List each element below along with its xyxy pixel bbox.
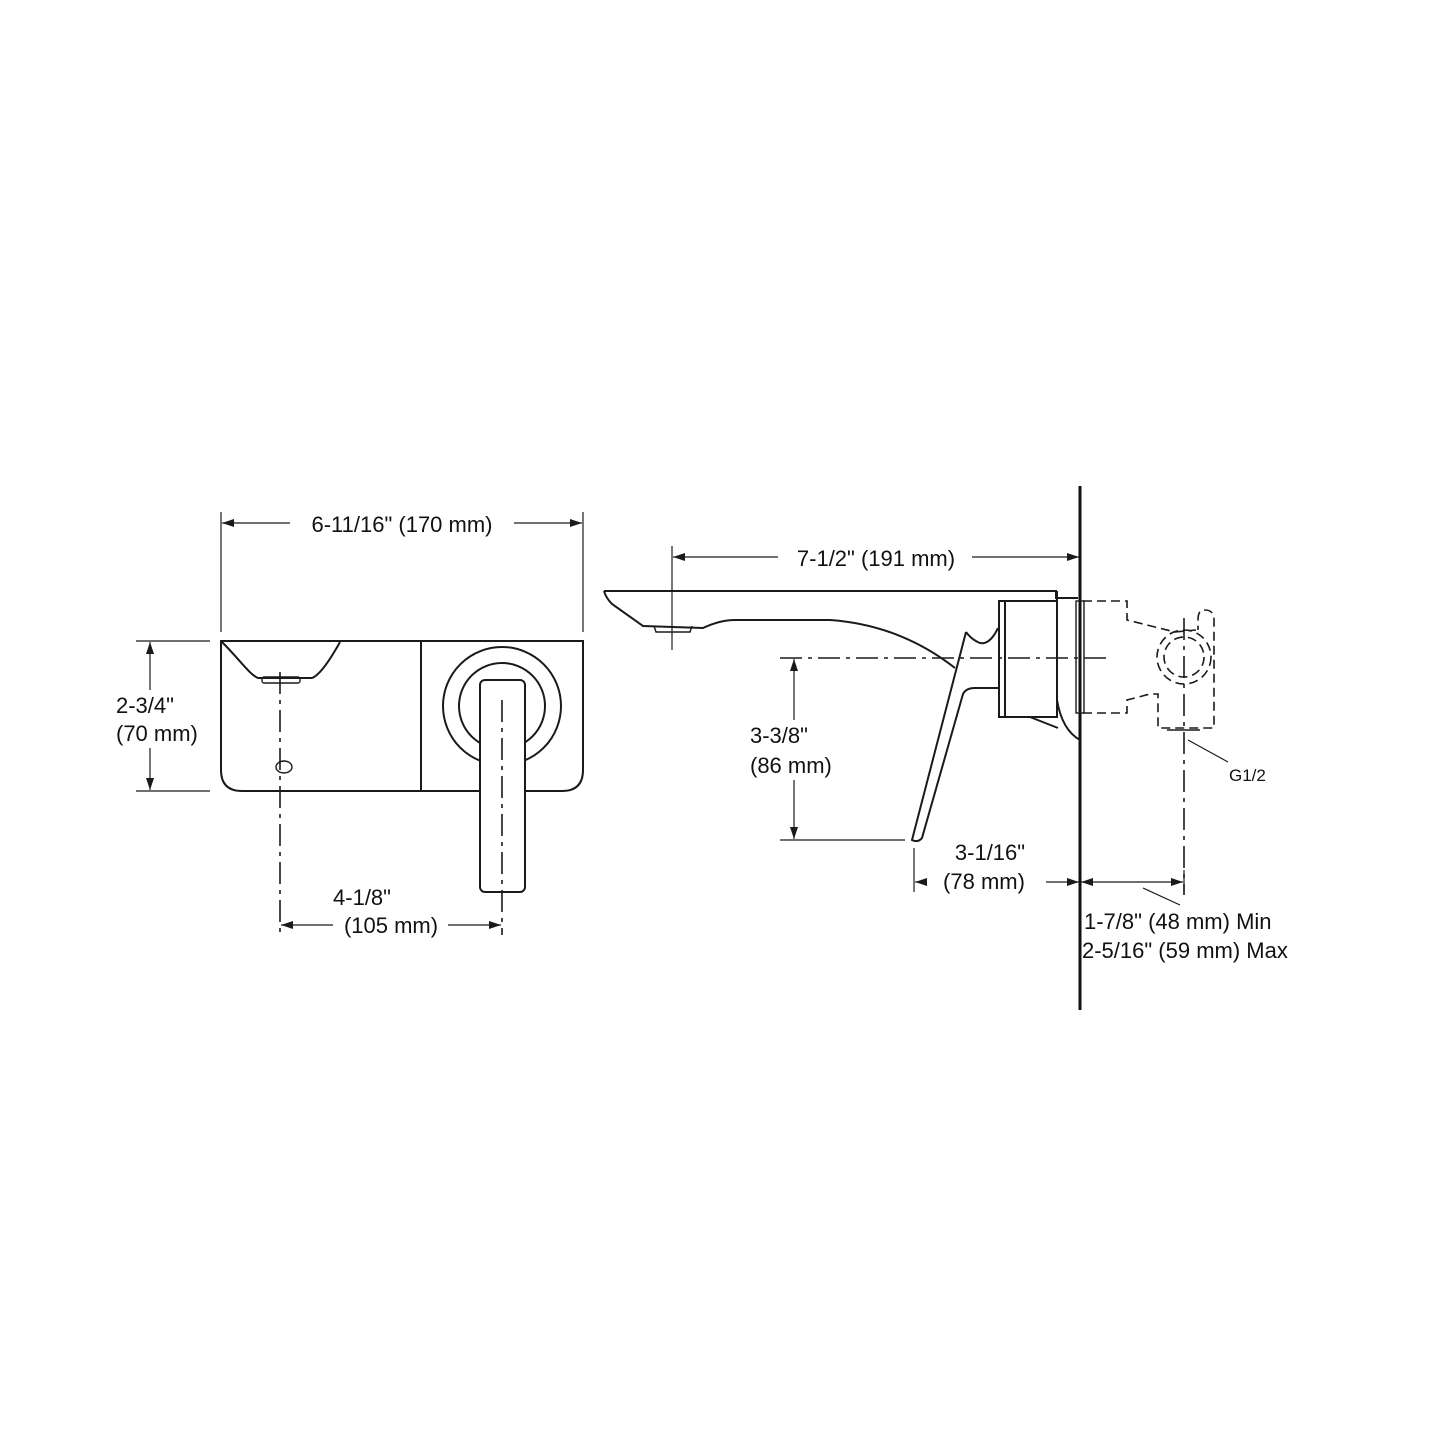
spout-aerator (653, 625, 693, 633)
spout-outlet (221, 641, 341, 679)
front-view: 6-11/16" (170 mm) 2-3/4" (70 mm) 4-1/8" … (116, 512, 584, 938)
side-view: 7-1/2" (191 mm) G1/2 3-3/8" (86 mm) (603, 486, 1288, 1010)
escutcheon-taper (1029, 716, 1059, 729)
valve-body (998, 600, 1058, 718)
spout-bottom (603, 590, 956, 669)
rough-valve-outline (1083, 609, 1215, 729)
lever-projection-inch: 3-1/16" (955, 840, 1025, 865)
lever-body (910, 631, 998, 843)
escutcheon-profile (1056, 591, 1081, 741)
width-dimension-label: 6-11/16" (170 mm) (311, 512, 492, 537)
height-dimension-mm: (70 mm) (116, 721, 198, 746)
depth-leader (1142, 887, 1181, 906)
mounting-flange (1075, 600, 1085, 714)
wall-plate-outline (220, 640, 584, 792)
lever-projection-mm: (78 mm) (943, 869, 1025, 894)
lever-drop-inch: 3-3/8" (750, 723, 808, 748)
center-dimension-inch: 4-1/8" (333, 885, 391, 910)
mounting-hole (275, 760, 293, 774)
rough-valve-top (1083, 600, 1197, 633)
aerator-icon (261, 676, 301, 684)
center-dimension-mm: (105 mm) (344, 913, 438, 938)
thread-label: G1/2 (1229, 766, 1266, 785)
wall-depth-min: 1-7/8" (48 mm) Min (1084, 909, 1272, 934)
lever-hub-top (965, 627, 999, 645)
thread-leader (1187, 739, 1229, 763)
height-dimension-inch: 2-3/4" (116, 693, 174, 718)
lever-drop-mm: (86 mm) (750, 753, 832, 778)
wall-depth-max: 2-5/16" (59 mm) Max (1082, 938, 1288, 963)
spout-top (604, 590, 1078, 599)
spout-reach-label: 7-1/2" (191 mm) (797, 546, 955, 571)
